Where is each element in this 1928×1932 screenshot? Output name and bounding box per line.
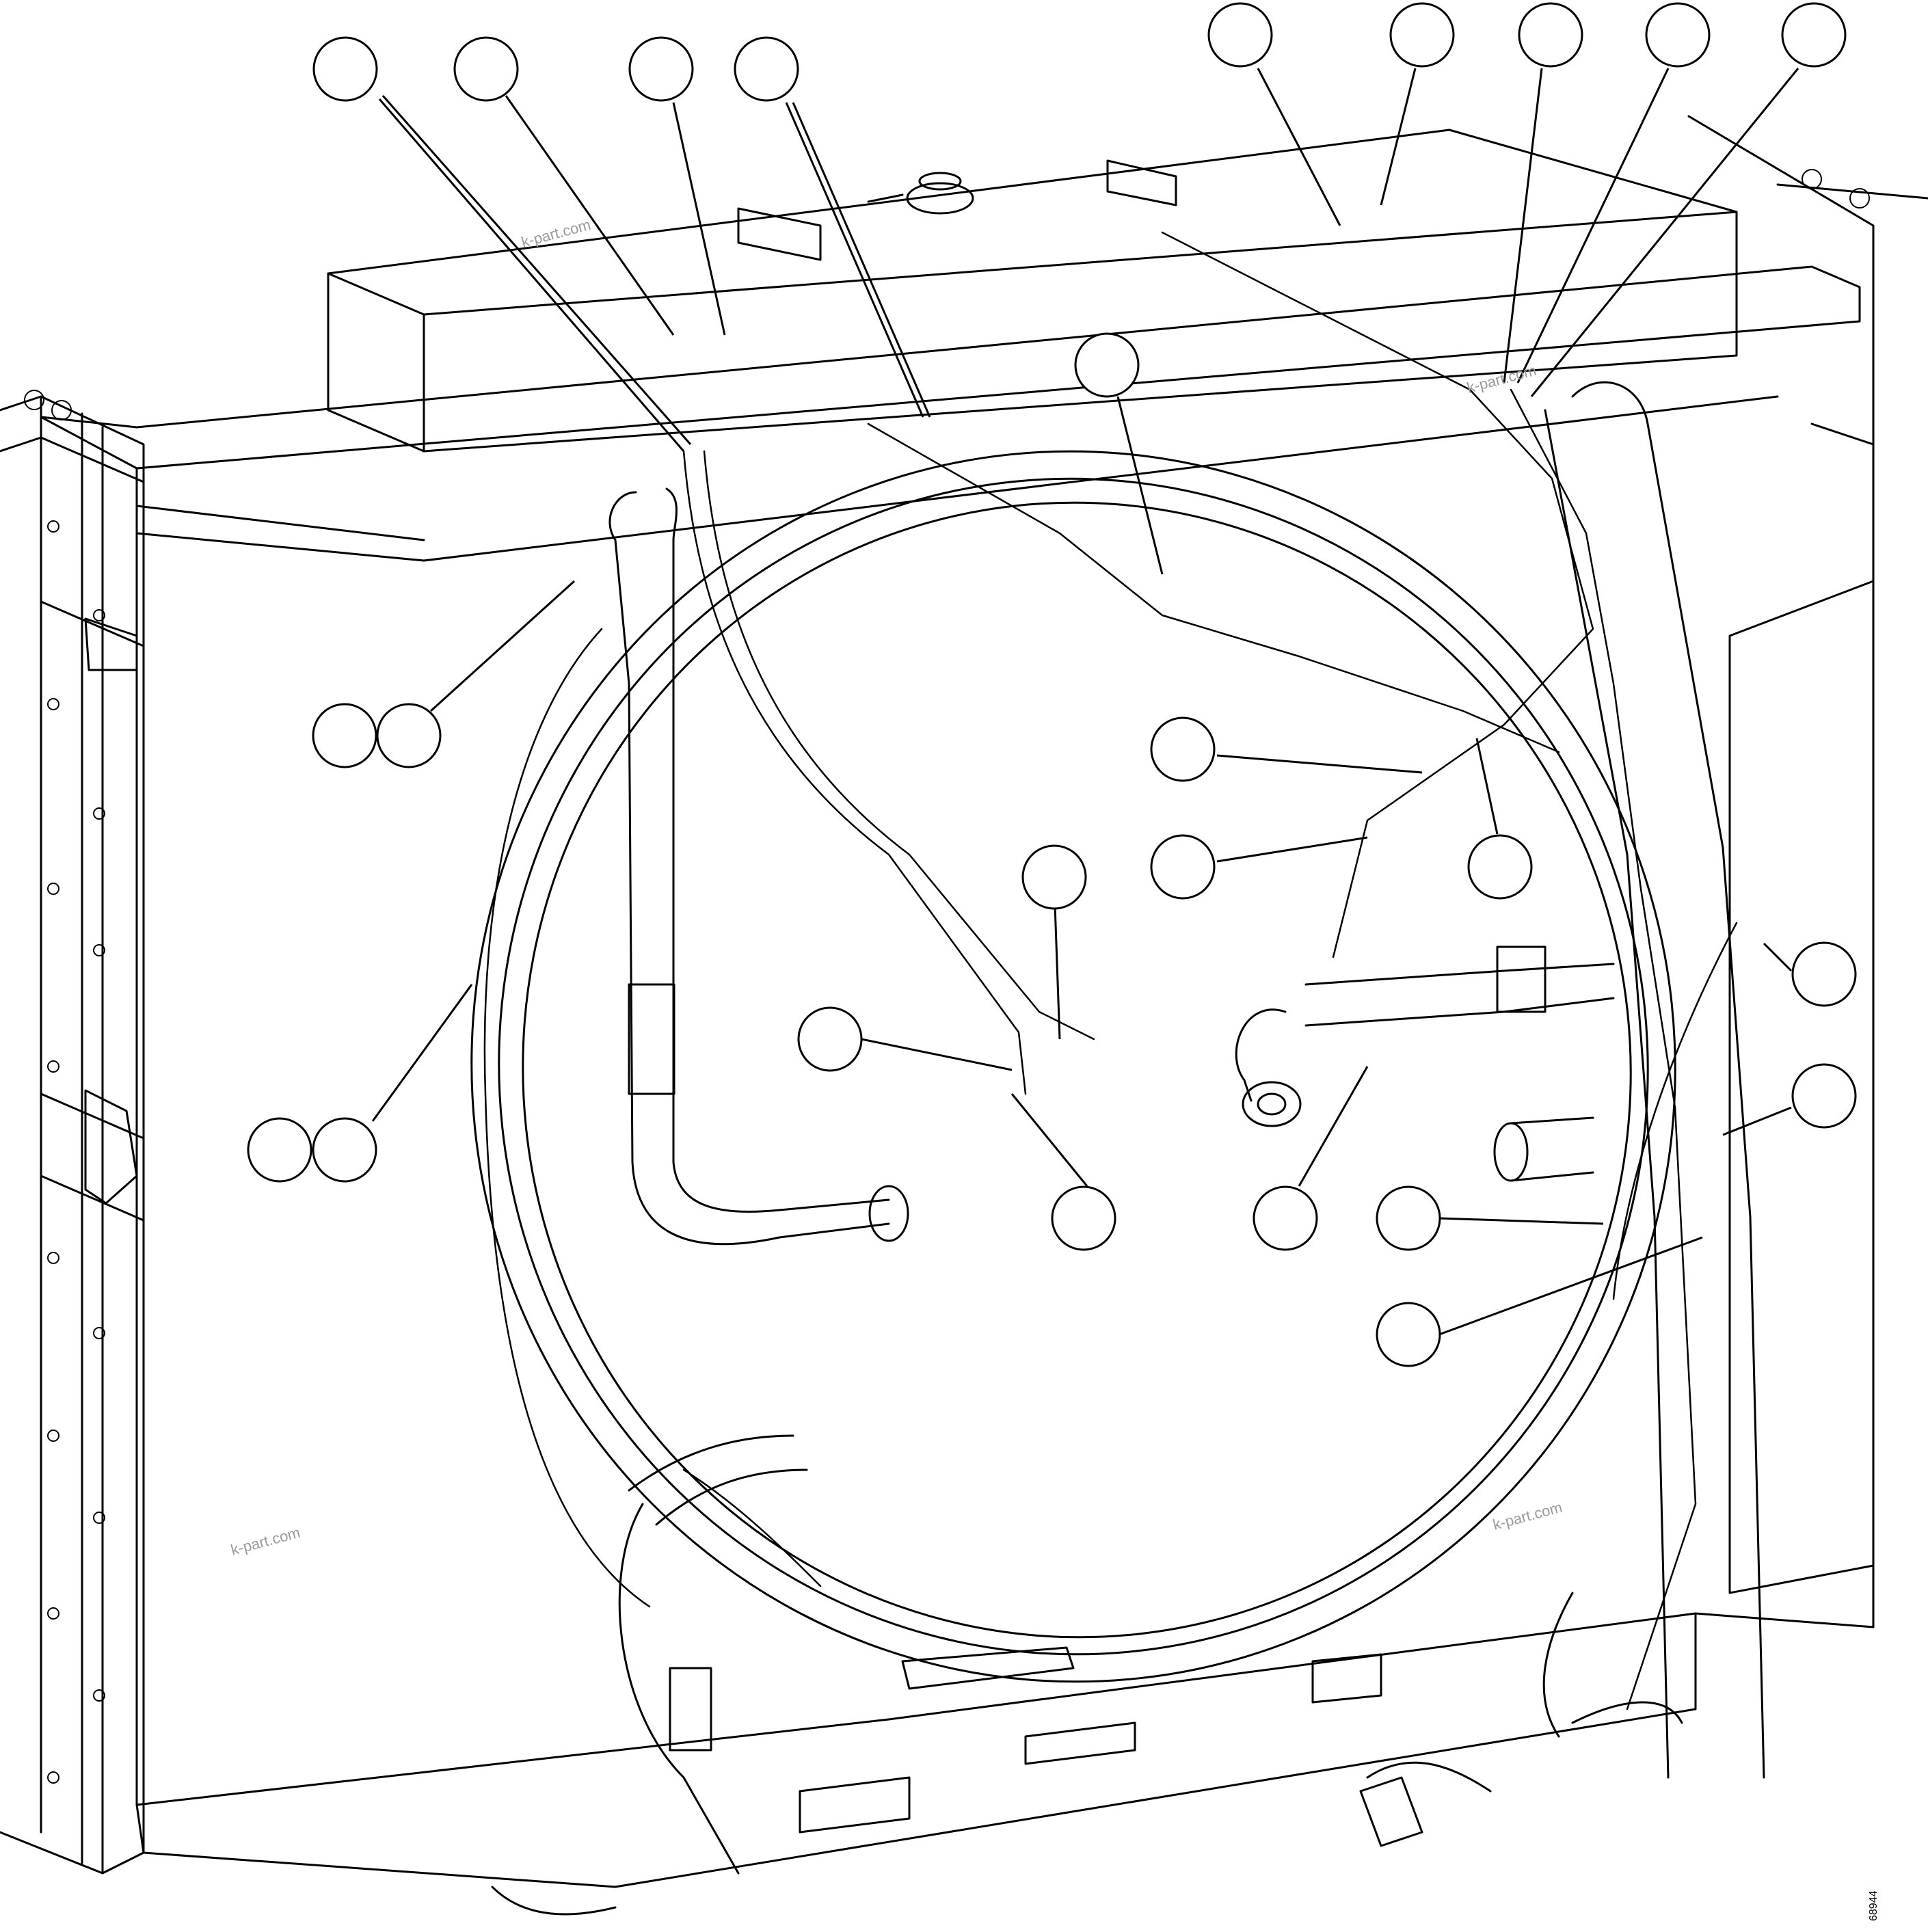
callout-circle-18: [1791, 941, 1857, 1007]
callout-circle-24: [1376, 1185, 1441, 1251]
callout-circle-1: [312, 36, 378, 102]
callout-circle-25: [1376, 1302, 1441, 1367]
watermark-right-top: k-part.com: [1465, 362, 1538, 397]
bottom-right-hose: [1359, 1592, 1683, 1847]
callout-circle-15: [1467, 834, 1533, 900]
callout-circle-5: [1207, 2, 1273, 68]
callout-circle-17: [797, 1006, 863, 1072]
callout-circle-8: [1645, 2, 1711, 68]
drawing-code: 68944: [1868, 1890, 1879, 1921]
fan-shroud-ring: [470, 450, 1676, 1683]
callout-circle-6: [1389, 2, 1455, 68]
watermark-left: k-part.com: [229, 1524, 302, 1559]
bottom-left-hose: [491, 1434, 808, 1916]
callout-circle-13: [1150, 716, 1216, 782]
right-middle-pipe: [1235, 945, 1615, 1182]
leader-lines: [371, 68, 1799, 1336]
callout-circle-2: [453, 36, 519, 102]
callout-circle-9: [1781, 2, 1847, 68]
callout-circle-16: [1021, 844, 1087, 910]
callout-circle-22: [1051, 1185, 1116, 1251]
core-panel: [135, 381, 1875, 1806]
rail-bolts: [24, 169, 1870, 1784]
callout-circle-14: [1150, 834, 1216, 900]
bottom-tank: [135, 1612, 1697, 1888]
left-upper-pipe: [608, 487, 909, 1246]
top-tank: [327, 115, 1928, 453]
right-vertical-pipe: [1544, 381, 1765, 1779]
callout-circle-21: [312, 1117, 377, 1183]
callout-group: [247, 2, 1857, 1367]
callout-circle-23: [1253, 1185, 1318, 1251]
callout-circle-12: [376, 703, 442, 768]
callout-circle-7: [1518, 2, 1583, 68]
callout-circle-20: [247, 1117, 312, 1183]
callout-circle-3: [628, 36, 694, 102]
watermark-right-bottom: k-part.com: [1491, 1499, 1564, 1533]
callout-circle-10: [1074, 332, 1140, 398]
callout-circle-4: [734, 36, 799, 102]
watermark-top: k-part.com: [520, 216, 593, 251]
callout-circle-11: [312, 703, 377, 768]
callout-circle-19: [1791, 1063, 1857, 1129]
left-frame: [0, 395, 145, 1875]
wire-harness: [483, 231, 1738, 1710]
